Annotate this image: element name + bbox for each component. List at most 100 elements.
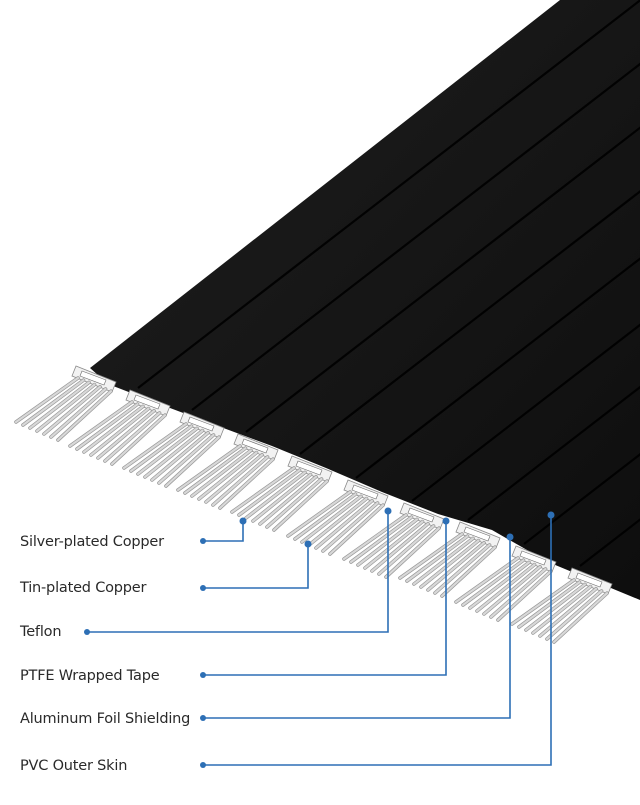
leader-lines xyxy=(87,511,552,766)
label-ptfe-wrapped-tape: PTFE Wrapped Tape xyxy=(20,668,160,684)
conductor-strand-highlight xyxy=(49,387,107,439)
conductor-strand-highlight xyxy=(328,504,385,556)
conductor-strand-highlight xyxy=(370,522,430,573)
conductor-strand-highlight xyxy=(258,475,318,526)
cable-jacket xyxy=(90,0,640,600)
wire-bundle xyxy=(14,365,117,442)
conductor-strand-highlight xyxy=(440,546,497,598)
foil-layer xyxy=(241,438,269,454)
conductor-strand-highlight xyxy=(89,407,150,457)
conductor-strand-highlight xyxy=(293,493,357,541)
jacket-groove xyxy=(299,190,640,455)
callout-dot-icon xyxy=(506,533,514,541)
callout-dot-icon xyxy=(200,762,206,768)
conductor-strand-highlight xyxy=(426,541,486,592)
conductor-strand-highlight xyxy=(517,581,581,629)
conductor-strand-highlight xyxy=(21,379,85,427)
label-aluminum-foil-shielding: Aluminum Foil Shielding xyxy=(20,711,190,727)
conductor-strand-highlight xyxy=(349,516,413,564)
conductor-strand-highlight xyxy=(454,556,520,604)
foil-layer xyxy=(407,507,435,523)
callout-dot-icon xyxy=(304,540,312,548)
conductor-strand-highlight xyxy=(218,458,275,510)
conductor-strand-highlight xyxy=(496,570,553,622)
wire-bundle xyxy=(510,567,613,644)
conductor-strand-highlight xyxy=(342,513,408,561)
conductor-strand-highlight xyxy=(433,543,491,595)
callout-dot-icon xyxy=(384,507,392,515)
jacket-groove xyxy=(191,62,640,411)
jacket-grooves xyxy=(137,0,640,567)
conductor-strand-highlight xyxy=(122,422,188,470)
conductor-strand-highlight xyxy=(150,431,210,482)
conductor-strand-highlight xyxy=(68,400,134,448)
conductor-strand-highlight xyxy=(363,520,424,570)
wire-bundles xyxy=(14,365,613,644)
conductor-strand-highlight xyxy=(96,409,156,460)
conductor-strand-highlight xyxy=(28,381,91,430)
conductor-strand-highlight xyxy=(300,495,363,544)
leader-ptfe-wrapped-tape xyxy=(203,521,447,676)
conductor-strand-highlight xyxy=(384,527,441,579)
conductor-strand-highlight xyxy=(42,385,102,436)
leader-silver-plated-copper xyxy=(203,521,244,542)
conductor-strand-highlight xyxy=(211,455,269,507)
callout-dot-icon xyxy=(200,585,206,591)
leader-teflon xyxy=(87,511,389,633)
conductor-strand-highlight xyxy=(75,403,139,451)
conductor-strand-highlight xyxy=(468,561,531,610)
conductor-strand-highlight xyxy=(35,383,96,433)
wire-bundle xyxy=(286,479,389,556)
wire-bundle xyxy=(398,521,501,598)
conductor-strand-highlight xyxy=(197,451,258,501)
conductor-strand-highlight xyxy=(230,466,296,514)
conductor-strand-highlight xyxy=(314,499,374,550)
conductor-strand-highlight xyxy=(475,563,536,613)
label-teflon: Teflon xyxy=(19,624,61,640)
foil-layer xyxy=(463,526,491,542)
conductor-strand-highlight xyxy=(307,497,368,547)
conductor-strand-highlight xyxy=(461,559,525,607)
wire-bundle xyxy=(230,455,333,532)
conductor-strand-highlight xyxy=(482,565,542,616)
conductor-strand-highlight xyxy=(190,449,253,498)
callout-dots xyxy=(84,507,555,768)
conductor-strand-highlight xyxy=(545,589,603,641)
callout-dot-icon xyxy=(239,517,247,525)
conductor-strand-highlight xyxy=(204,453,264,504)
conductor-strand-highlight xyxy=(510,578,576,626)
callout-dot-icon xyxy=(200,672,206,678)
leader-tin-plated-copper xyxy=(203,544,309,589)
conductor-strand-highlight xyxy=(176,444,242,492)
conductor-strand-highlight xyxy=(244,471,307,520)
jacket-groove xyxy=(467,385,640,521)
foil-layer xyxy=(79,370,107,386)
conductor-strand-highlight xyxy=(103,411,161,463)
foil-layer xyxy=(519,550,547,566)
conductor-strand-highlight xyxy=(489,567,547,619)
jacket-groove xyxy=(411,323,640,502)
conductor-strand-highlight xyxy=(129,425,193,473)
wire-bundle xyxy=(122,411,225,488)
conductor-strand-highlight xyxy=(56,390,113,442)
callout-dot-icon xyxy=(547,511,555,519)
jacket-groove xyxy=(245,126,640,433)
conductor-strand-highlight xyxy=(136,427,199,476)
conductor-strand-highlight xyxy=(419,539,480,589)
conductor-strand-highlight xyxy=(524,583,587,632)
conductor-strand-highlight xyxy=(265,477,323,529)
conductor-strand-highlight xyxy=(143,429,204,479)
leader-pvc-outer-skin xyxy=(203,515,552,766)
jacket-groove xyxy=(137,0,640,389)
wire-bundle xyxy=(68,389,171,466)
label-silver-plated-copper: Silver-plated Copper xyxy=(20,534,164,550)
conductor-strand-highlight xyxy=(531,585,592,635)
foil-layer xyxy=(133,394,161,410)
conductor-strand-highlight xyxy=(251,473,312,523)
conductor-strand-highlight xyxy=(552,592,609,644)
conductor-strand-highlight xyxy=(157,433,215,485)
conductor-strand-highlight xyxy=(82,405,145,454)
conductor-strand-highlight xyxy=(412,537,475,586)
conductor-strand-highlight xyxy=(286,490,352,538)
